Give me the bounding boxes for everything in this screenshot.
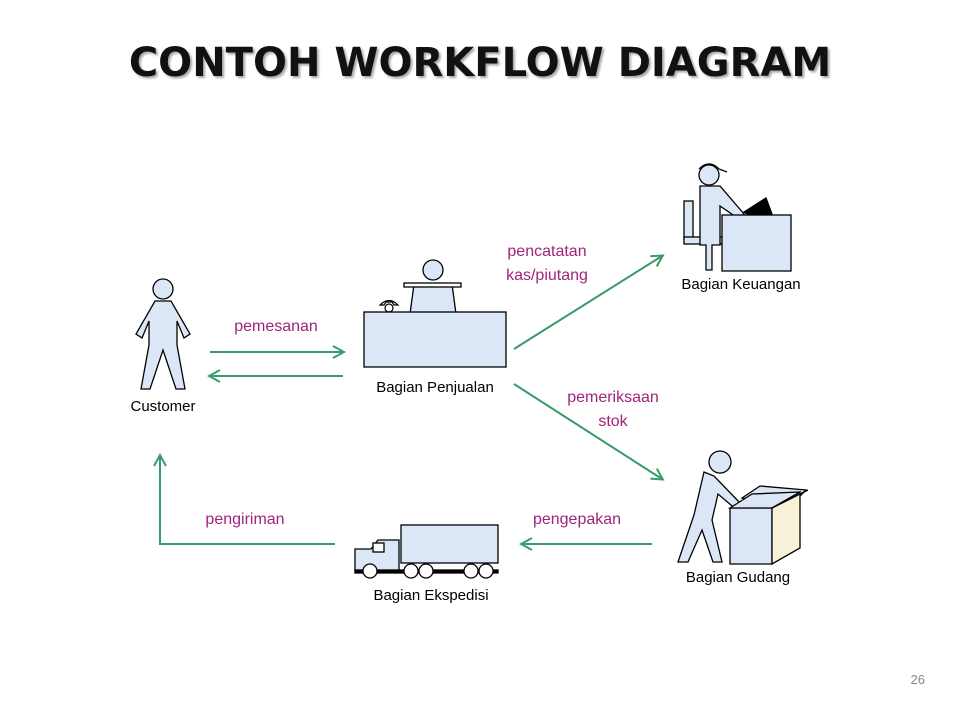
gudang-worker-icon	[677, 450, 809, 566]
gudang-label: Bagian Gudang	[686, 569, 790, 586]
customer-figure-icon	[135, 278, 191, 390]
page-title: CONTOH WORKFLOW DIAGRAM	[128, 40, 832, 86]
flow-label-pencatatan-line1: pencatatan	[507, 243, 586, 260]
keuangan-worker-icon	[683, 163, 792, 272]
arrow-pengiriman	[160, 456, 335, 545]
flow-label-pemesanan: pemesanan	[234, 318, 318, 335]
penjualan-clerk-icon	[403, 259, 462, 315]
flow-label-pemeriksaan-line2: stok	[598, 413, 628, 430]
customer-label: Customer	[130, 398, 195, 415]
arrow-pemeriksaan	[513, 383, 662, 479]
arrow-pencatatan	[513, 256, 662, 350]
penjualan-desk	[363, 311, 507, 368]
keuangan-label: Bagian Keuangan	[681, 276, 800, 293]
phone-icon	[378, 299, 400, 313]
truck-icon	[354, 524, 499, 579]
penjualan-label: Bagian Penjualan	[376, 379, 494, 396]
flow-label-pengiriman: pengiriman	[205, 511, 284, 528]
flow-label-pengepakan: pengepakan	[533, 511, 621, 528]
ekspedisi-label: Bagian Ekspedisi	[373, 587, 488, 604]
page-number: 26	[910, 672, 925, 687]
flow-label-pemeriksaan-line1: pemeriksaan	[567, 389, 659, 406]
flow-label-pencatatan-line2: kas/piutang	[506, 267, 588, 284]
